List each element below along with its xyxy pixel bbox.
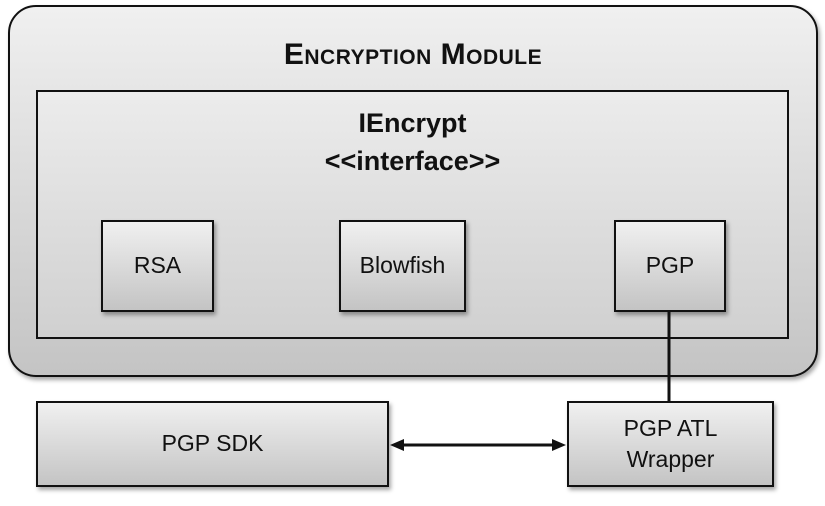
wrapper-label-1: PGP ATL: [623, 414, 718, 441]
pgp-box: PGP: [614, 220, 726, 312]
pgp-atl-wrapper-box: PGP ATL Wrapper: [567, 401, 774, 487]
interface-name: IEncrypt: [358, 108, 467, 138]
arrowhead-right: [552, 439, 566, 451]
interface-stereotype: <<interface>>: [324, 146, 501, 176]
module-title: Encryption Module: [283, 38, 543, 71]
rsa-box: RSA: [101, 220, 214, 312]
blowfish-box: Blowfish: [339, 220, 466, 312]
rsa-label: RSA: [133, 252, 182, 279]
pgp-sdk-box: PGP SDK: [36, 401, 389, 487]
wrapper-label-2: Wrapper: [626, 446, 715, 472]
arrowhead-left: [390, 439, 404, 451]
pgp-label: PGP: [645, 252, 695, 279]
blowfish-label: Blowfish: [359, 252, 446, 279]
pgp-sdk-label: PGP SDK: [161, 430, 264, 457]
